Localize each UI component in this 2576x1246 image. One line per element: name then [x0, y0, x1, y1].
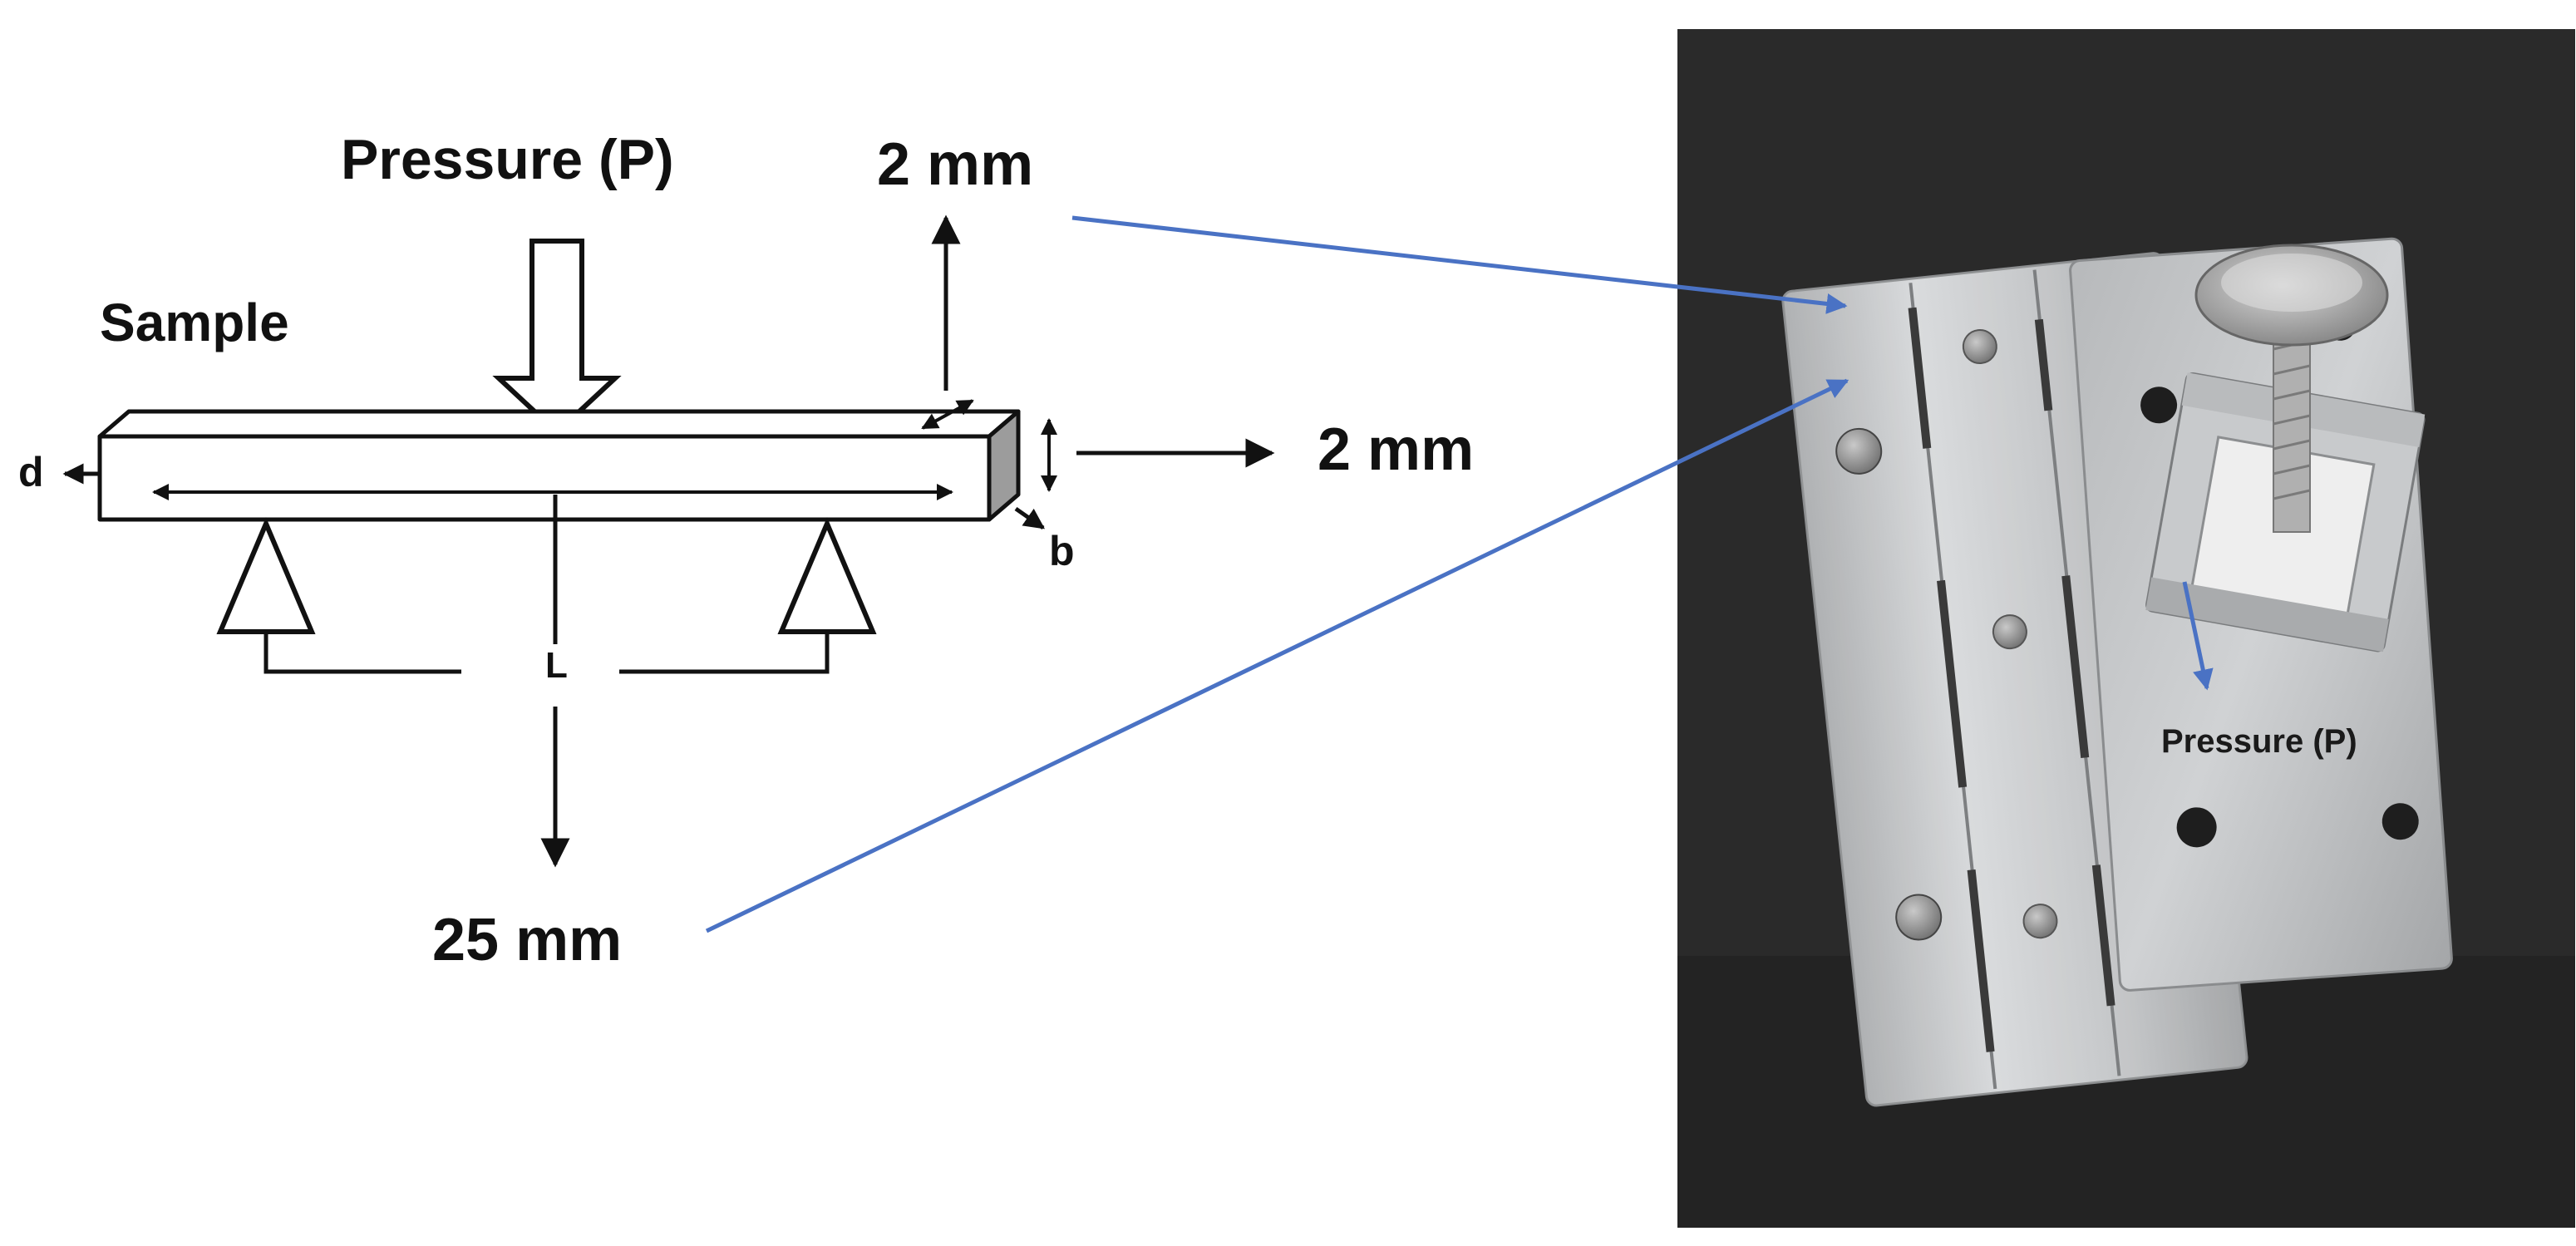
photo-pressure-arrow	[2182, 581, 2214, 691]
left-support	[216, 517, 316, 634]
bending-schematic: Pressure (P) Sample d b 2 mm 2 mm	[18, 128, 1474, 973]
connector-bottom	[705, 378, 1849, 933]
left-bracket	[264, 632, 461, 674]
dim-bottom-label: 25 mm	[432, 907, 622, 973]
b-arrow	[1014, 506, 1046, 530]
thickness-small-arrow	[921, 399, 974, 430]
right-support	[777, 517, 877, 634]
right-bracket	[619, 632, 830, 674]
fixture-photo: Pressure (P)	[1677, 29, 2575, 1228]
screw-knob	[2194, 244, 2389, 533]
d-label: d	[18, 449, 44, 495]
pressure-label: Pressure (P)	[341, 128, 674, 191]
pressure-arrow	[492, 239, 622, 436]
sample-bar	[97, 409, 1021, 522]
dim-top-label: 2 mm	[877, 131, 1033, 198]
span-label: L	[545, 645, 568, 686]
connector-top	[1071, 215, 1848, 314]
b-label: b	[1049, 528, 1075, 574]
dim-side-label: 2 mm	[1318, 416, 1474, 483]
photo-pressure-label: Pressure (P)	[2161, 723, 2357, 760]
sample-label: Sample	[100, 293, 289, 352]
